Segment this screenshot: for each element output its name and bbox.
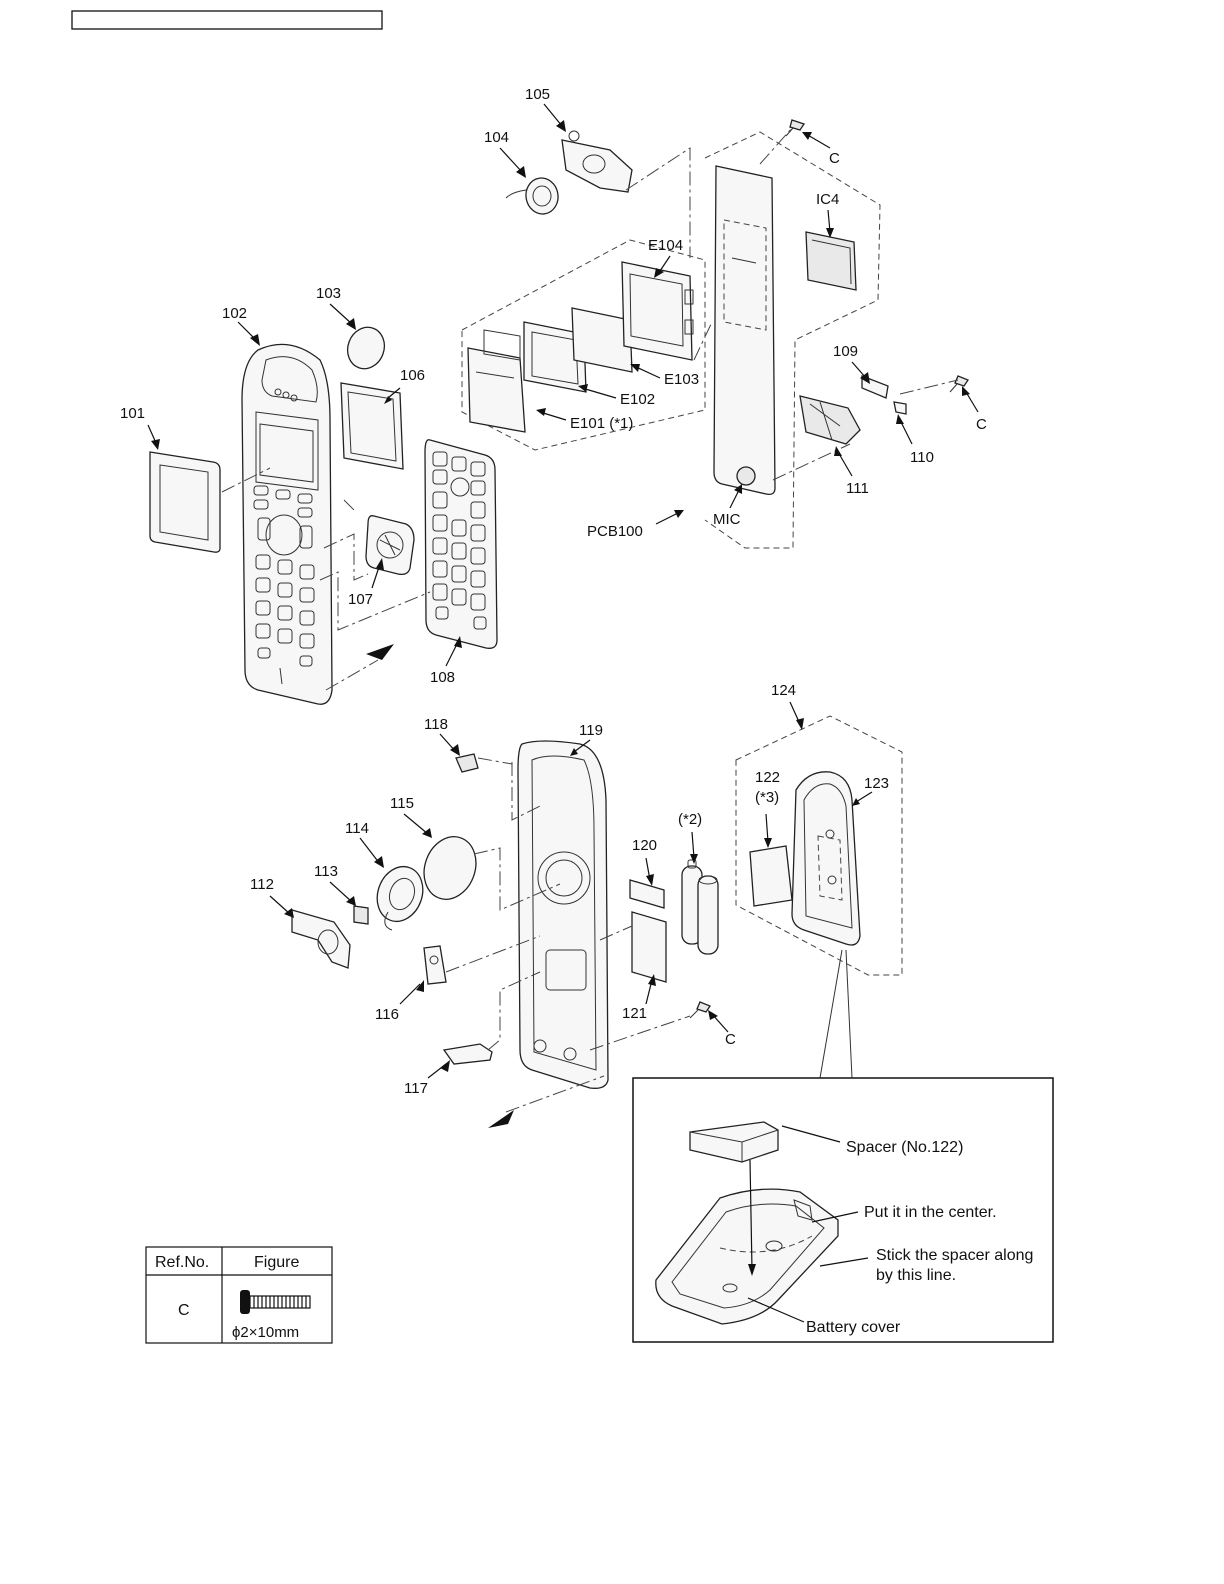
table-header-ref: Ref.No.	[155, 1254, 209, 1271]
part-120-label	[630, 880, 664, 908]
label-122: 122	[755, 769, 780, 786]
part-108-keypad	[425, 440, 497, 649]
label-124: 124	[771, 682, 796, 699]
label-105: 105	[525, 86, 550, 103]
table-header-figure: Figure	[254, 1254, 299, 1271]
arrow-upper	[366, 644, 394, 660]
part-ic4	[806, 232, 856, 290]
label-119: 119	[579, 722, 603, 739]
label-106: 106	[400, 367, 425, 384]
label-107: 107	[348, 591, 373, 608]
header-box	[72, 11, 382, 29]
label-114: 114	[345, 820, 369, 837]
label-122-note: (*3)	[755, 789, 779, 806]
part-122-spacer	[750, 846, 792, 906]
screw-c-upper-1	[786, 120, 804, 136]
inset-spacer-text: Spacer (No.122)	[846, 1139, 963, 1156]
label-113: 113	[314, 863, 338, 880]
label-103: 103	[316, 285, 341, 302]
label-110: 110	[910, 449, 934, 466]
part-e104-frame	[622, 262, 693, 360]
part-113-pad	[354, 906, 368, 924]
label-e103: E103	[664, 371, 699, 388]
label-ic4: IC4	[816, 191, 839, 208]
table-ref-c: C	[178, 1302, 190, 1319]
screw-c-lower	[690, 1002, 710, 1018]
label-mic: MIC	[713, 511, 741, 528]
part-119-rear-cabinet	[518, 741, 608, 1088]
part-111-jack	[800, 396, 860, 444]
label-screw-c-3: C	[725, 1031, 736, 1048]
label-screw-c-2: C	[976, 416, 987, 433]
label-108: 108	[430, 669, 455, 686]
label-123: 123	[864, 775, 889, 792]
label-109: 109	[833, 343, 858, 360]
part-115-ring	[416, 829, 485, 906]
label-118: 118	[424, 716, 448, 733]
part-116-holder	[424, 946, 446, 984]
inset-notes: Spacer (No.122) Put it in the center. St…	[806, 1139, 1033, 1336]
part-121-label	[632, 912, 666, 982]
arrow-lower	[488, 1110, 514, 1128]
inset-stick-text-1: Stick the spacer along	[876, 1247, 1033, 1264]
part-117-terminal	[444, 1044, 492, 1064]
label-screw-c-1: C	[829, 150, 840, 167]
part-106-window-sheet	[341, 383, 403, 469]
label-battery-note: (*2)	[678, 811, 702, 828]
inset-battery-cover-text: Battery cover	[806, 1319, 901, 1336]
inset-center-text: Put it in the center.	[864, 1204, 997, 1221]
table-spec: ϕ2×10mm	[232, 1324, 299, 1341]
label-111: 111	[846, 480, 869, 497]
label-104: 104	[484, 129, 509, 146]
part-107-holder	[366, 516, 414, 575]
label-117: 117	[404, 1080, 428, 1097]
label-121: 121	[622, 1005, 647, 1022]
label-pcb100: PCB100	[587, 523, 643, 540]
part-102-front-cabinet	[242, 344, 332, 704]
part-101-lcd-cover	[150, 452, 220, 552]
label-e101: E101 (*1)	[570, 415, 633, 432]
part-103-lens	[342, 322, 390, 374]
part-110-terminal	[894, 402, 906, 414]
part-114-speaker	[370, 860, 430, 930]
part-118-cap	[456, 754, 478, 772]
inset-battery-cover	[656, 1189, 838, 1324]
label-112: 112	[250, 876, 274, 893]
part-pcb100	[714, 166, 775, 494]
part-112-bracket	[292, 910, 350, 968]
part-105-holder	[562, 131, 632, 192]
screw-figure	[240, 1290, 310, 1314]
label-115: 115	[390, 795, 414, 812]
label-e104: E104	[648, 237, 683, 254]
inset-stick-text-2: by this line.	[876, 1267, 956, 1284]
part-123-battery-cover	[792, 772, 860, 945]
part-e101	[468, 330, 525, 432]
label-116: 116	[375, 1006, 399, 1023]
battery-pair	[682, 860, 718, 954]
label-101: 101	[120, 405, 145, 422]
label-102: 102	[222, 305, 247, 322]
inset-spacer	[690, 1122, 778, 1162]
part-104-receiver	[506, 175, 561, 216]
label-e102: E102	[620, 391, 655, 408]
label-120: 120	[632, 837, 657, 854]
